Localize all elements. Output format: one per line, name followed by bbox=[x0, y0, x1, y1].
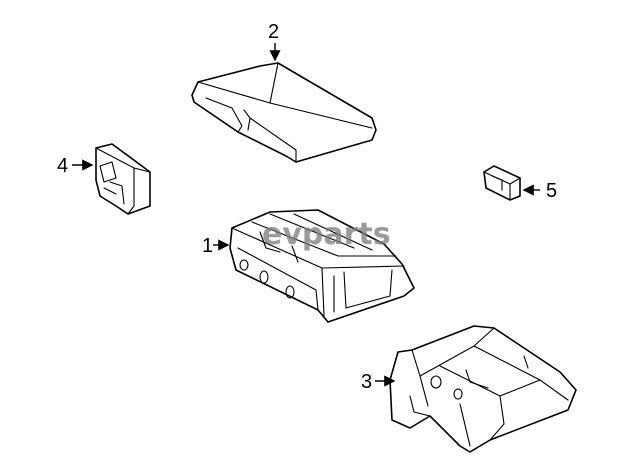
part-4-relay-block[interactable] bbox=[95, 143, 151, 215]
watermark-text: evparts bbox=[262, 217, 391, 252]
part-2-cover[interactable] bbox=[191, 62, 377, 163]
callout-2: 2 bbox=[268, 21, 281, 62]
callout-5: 5 bbox=[522, 180, 557, 202]
part-5-relay[interactable] bbox=[483, 165, 521, 201]
callout-label-1: 1 bbox=[202, 235, 213, 257]
part-3-bracket[interactable] bbox=[389, 325, 577, 453]
callout-3: 3 bbox=[361, 371, 396, 393]
part-1-junction-block[interactable] bbox=[229, 209, 415, 323]
callout-label-2: 2 bbox=[268, 21, 279, 43]
callout-1: 1 bbox=[202, 235, 230, 257]
callout-4: 4 bbox=[57, 155, 94, 177]
callout-label-3: 3 bbox=[361, 371, 372, 393]
callout-label-4: 4 bbox=[57, 155, 68, 177]
callout-label-5: 5 bbox=[546, 180, 557, 202]
